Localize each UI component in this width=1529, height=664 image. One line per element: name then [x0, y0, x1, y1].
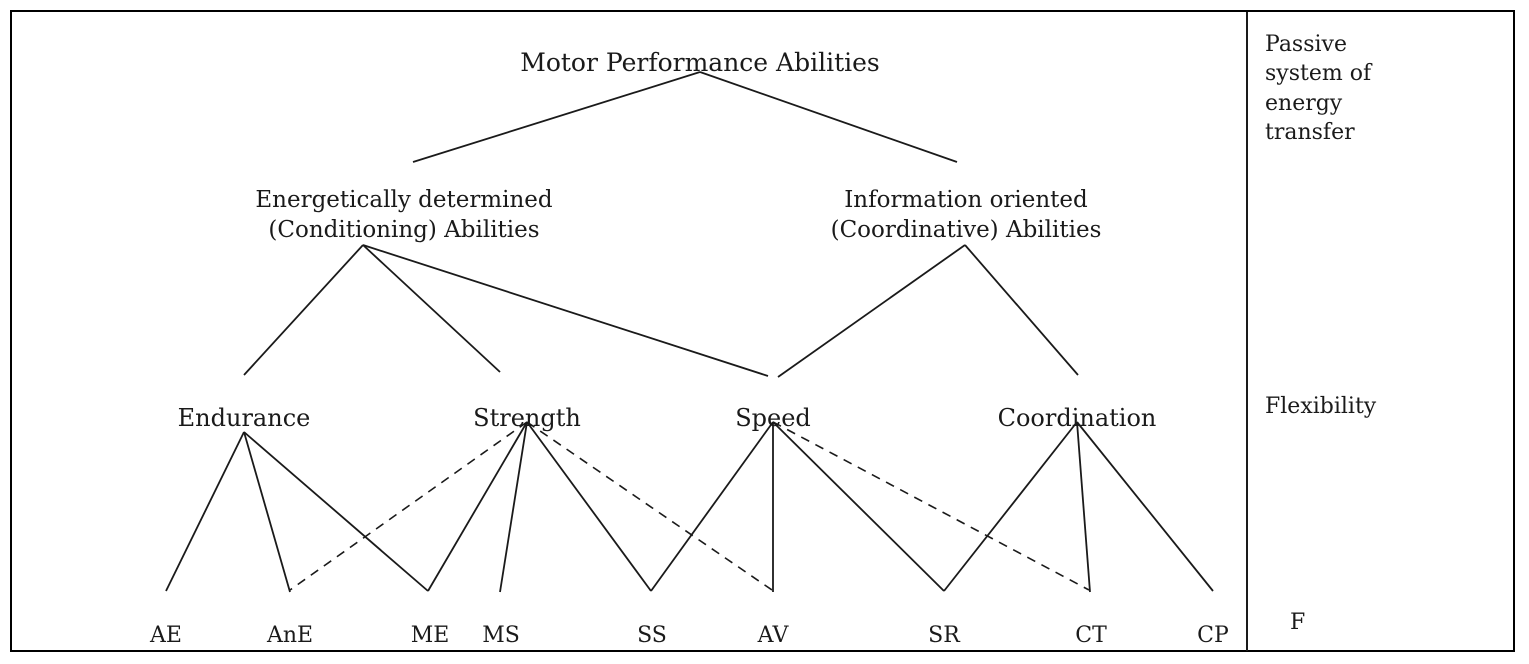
level1-label-line-0: Information oriented — [844, 187, 1088, 213]
leaf-label-line-0: MS — [482, 623, 520, 648]
level2-label-coordination: Coordination — [313, 403, 1529, 435]
level2-label-speed: Speed — [9, 403, 1529, 435]
strength-to-av-dashed — [526, 421, 773, 591]
leaf-label-ss: SS — [0, 621, 1417, 650]
conditioning-to-speed — [362, 244, 769, 377]
level2-label-endurance: Endurance — [0, 403, 1009, 435]
leaf-label-sr: SR — [180, 621, 1529, 650]
coordination-to-sr — [943, 421, 1078, 592]
level2-label-line-0: Endurance — [177, 404, 311, 432]
speed-to-sr — [772, 421, 945, 592]
coordinative-to-coordination — [964, 244, 1079, 376]
root-to-coordinative — [699, 71, 958, 163]
coordination-to-ct — [1076, 421, 1091, 593]
level2-label-strength: Strength — [0, 403, 1292, 435]
solid-edge-group — [165, 71, 1214, 593]
speed-to-ss — [650, 421, 774, 592]
coordination-to-cp — [1076, 421, 1214, 592]
leaf-label-line-0: CP — [1197, 623, 1229, 648]
level1-label-information-oriented-coordinative-abilit: Information oriented (Coordinative) Abili… — [202, 185, 1529, 246]
root-label-line-0: Motor Performance Abilities — [520, 48, 880, 77]
leaf-label-line-0: AE — [150, 623, 182, 648]
strength-to-me — [427, 421, 528, 592]
dashed-edge-group — [289, 421, 1090, 591]
leaf-label-cp: CP — [449, 621, 1529, 650]
endurance-to-ane — [243, 431, 291, 593]
leaf-label-line-0: ME — [410, 623, 450, 648]
conditioning-to-strength — [362, 244, 501, 373]
level1-label-energetically-determined-conditioning-ab: Energetically determined (Conditioning) A… — [0, 185, 1169, 246]
endurance-to-me — [243, 431, 429, 592]
level2-label-line-0: Coordination — [997, 404, 1157, 432]
strength-to-ms — [499, 421, 528, 593]
endurance-to-ae — [165, 431, 245, 592]
leaf-label-line-0: AnE — [266, 623, 314, 648]
f-note: F — [1290, 610, 1306, 635]
flexibility-note: Flexibility — [1265, 394, 1377, 419]
root-label-motor-performance-abilities: Motor Performance Abilities — [0, 46, 1465, 79]
level2-label-line-0: Speed — [735, 404, 811, 432]
diagram-frame — [10, 10, 1515, 652]
passive-system-note: Passive system of energy transfer — [1265, 32, 1372, 145]
speed-to-ct-dashed — [772, 421, 1090, 591]
leaf-label-line-0: CT — [1075, 623, 1107, 648]
leaf-label-ane: AnE — [0, 621, 1055, 650]
conditioning-to-endurance — [243, 244, 364, 376]
leaf-label-ae: AE — [0, 621, 931, 650]
leaf-label-line-0: SS — [637, 623, 667, 648]
leaf-label-me: ME — [0, 621, 1195, 650]
level1-label-line-0: Energetically determined — [255, 187, 553, 213]
level1-label-line-1: (Coordinative) Abilities — [830, 217, 1102, 244]
strength-to-ane-dashed — [289, 421, 528, 591]
leaf-label-ms: MS — [0, 621, 1266, 650]
leaf-label-line-0: AV — [757, 623, 789, 648]
coordinative-to-speed — [777, 244, 966, 378]
strength-to-ss — [526, 421, 652, 592]
leaf-label-line-0: SR — [928, 623, 960, 648]
level2-label-line-0: Strength — [473, 404, 581, 432]
level1-label-line-1: (Conditioning) Abilities — [268, 217, 540, 244]
leaf-label-ct: CT — [327, 621, 1529, 650]
leaf-label-av: AV — [9, 621, 1529, 650]
root-to-conditioning — [412, 71, 701, 163]
